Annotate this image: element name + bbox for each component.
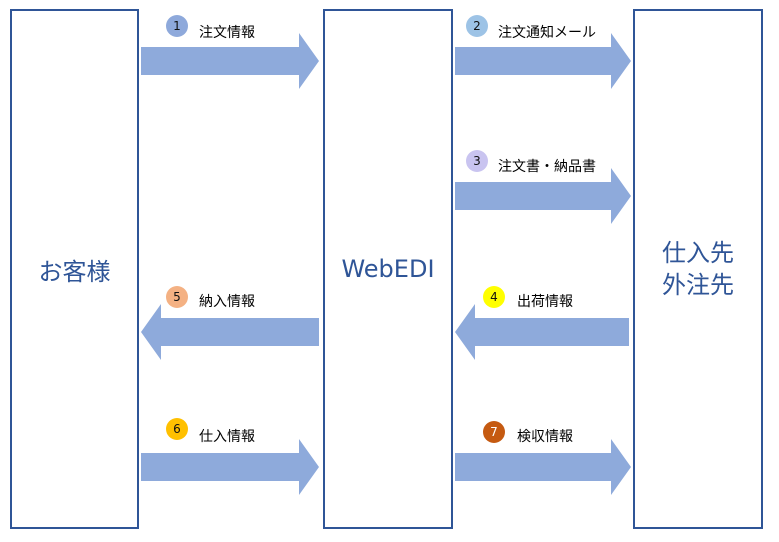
step-1-badge: 1 [166,15,188,37]
arrow-step-2 [455,33,631,89]
arrow-step-5 [141,304,319,360]
step-5-label: 納入情報 [199,294,255,310]
arrow-step-4 [455,304,629,360]
step-7-number: 7 [490,425,498,439]
step-4-number: 4 [490,290,498,304]
customer-label: お客様 [38,257,111,286]
supplier-label: 仕入先 外注先 [662,239,734,299]
step-5-number: 5 [173,290,181,304]
arrow-step-6 [141,439,319,495]
step-3-label: 注文書・納品書 [498,159,596,175]
step-2-number: 2 [473,19,481,33]
webedi-label: WebEDI [341,255,435,283]
arrow-step-3 [455,168,631,224]
step-6-label: 仕入情報 [199,429,255,445]
customer-box: お客様 [10,9,139,529]
step-6-badge: 6 [166,418,188,440]
step-7-badge: 7 [483,421,505,443]
webedi-box: WebEDI [323,9,453,529]
arrow-step-1 [141,33,319,89]
arrow-step-7 [455,439,631,495]
supplier-box: 仕入先 外注先 [633,9,763,529]
step-2-label: 注文通知メール [498,25,596,41]
step-3-badge: 3 [466,150,488,172]
step-7-label: 検収情報 [517,429,573,445]
step-3-number: 3 [473,154,481,168]
step-6-number: 6 [173,422,181,436]
step-5-badge: 5 [166,286,188,308]
step-4-badge: 4 [483,286,505,308]
step-1-number: 1 [173,19,181,33]
step-1-label: 注文情報 [199,25,255,41]
step-2-badge: 2 [466,15,488,37]
step-4-label: 出荷情報 [517,294,573,310]
